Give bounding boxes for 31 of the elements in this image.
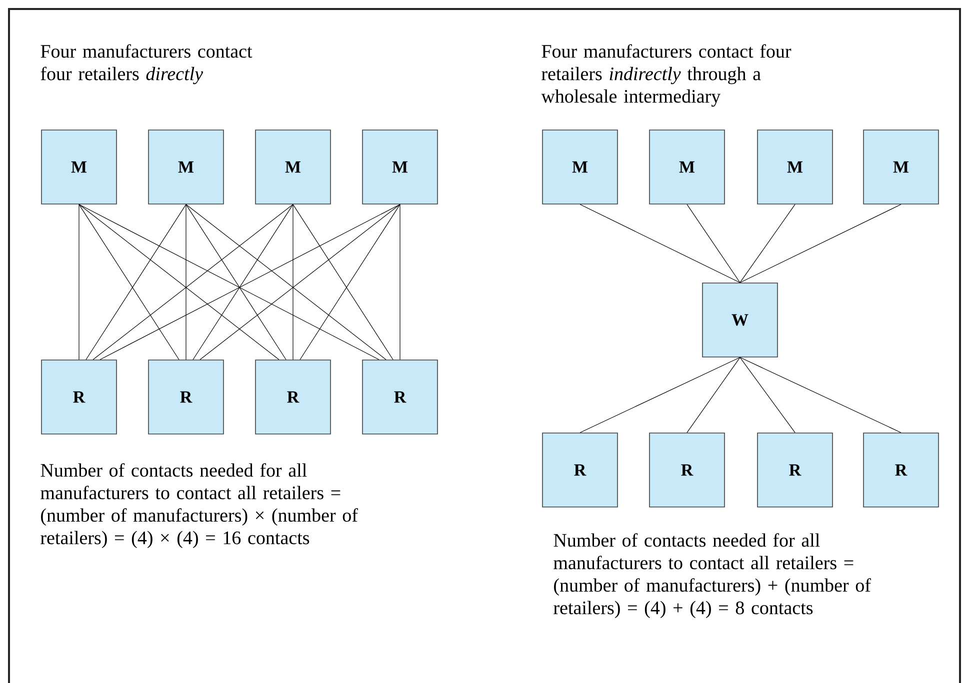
square-box: M	[542, 130, 618, 204]
square-box: M	[148, 130, 224, 204]
connector-line	[580, 357, 740, 433]
caption-text: Number of contacts needed for all manufacturers to contact all retailers = (number of manufacturers) × (number of retailers) = (4) × (4) = 16 contacts	[40, 463, 358, 548]
connector-line	[740, 204, 902, 283]
square-box: W	[702, 282, 778, 358]
connector-line	[686, 204, 740, 283]
connector-line	[740, 357, 902, 433]
square-box: R	[542, 432, 618, 508]
caption-text: Four manufacturers contact four retailers indirectly through a wholesale intermediary	[541, 44, 792, 107]
square-box: M	[362, 130, 438, 204]
square-box: M	[255, 130, 331, 204]
square-box: R	[41, 360, 117, 434]
square-box: R	[255, 360, 331, 434]
square-box: R	[362, 360, 438, 434]
square-box: R	[148, 360, 224, 434]
connector-line	[740, 357, 796, 433]
connector-line	[686, 357, 740, 433]
caption-text: Four manufacturers contact four retailers directly	[40, 44, 252, 84]
square-box: R	[757, 432, 833, 508]
caption-text: Number of contacts needed for all manufacturers to contact all retailers = (number of manufacturers) + (number of retailers) = (4) + (4) = 8 contacts	[554, 533, 871, 618]
square-box: M	[863, 130, 939, 204]
square-box: M	[41, 130, 117, 204]
connector-line	[740, 204, 796, 283]
square-box: R	[649, 432, 725, 508]
square-box: M	[757, 130, 833, 204]
connector-line	[78, 204, 80, 360]
connector-line	[292, 204, 294, 360]
square-box: M	[649, 130, 725, 204]
square-box: R	[863, 432, 939, 508]
connector-line	[580, 204, 740, 283]
